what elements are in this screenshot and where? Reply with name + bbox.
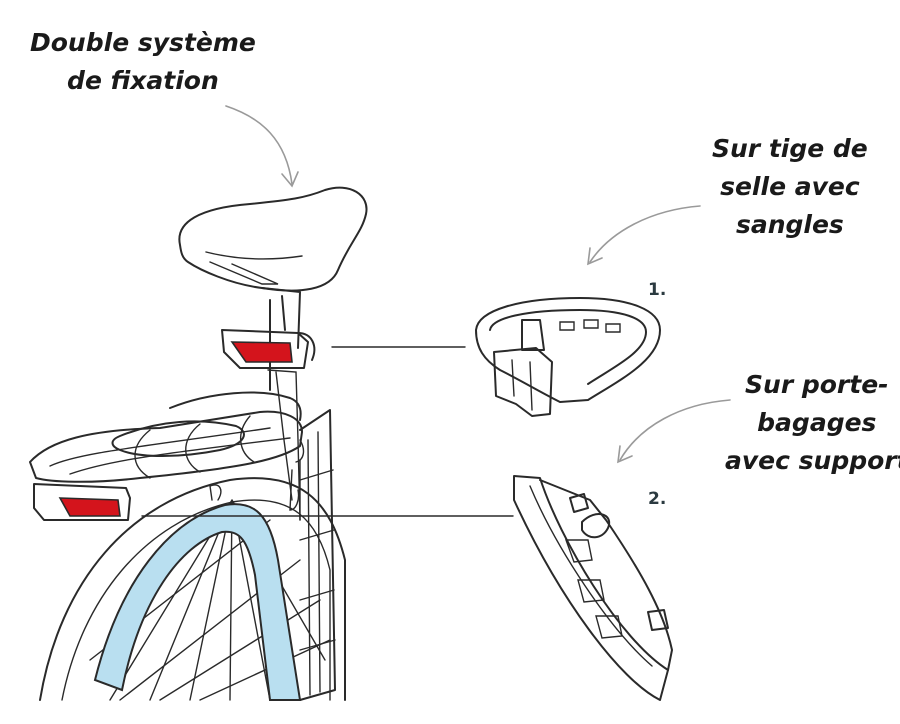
option-1-number: 1. bbox=[648, 280, 667, 300]
option-2-label-line: Sur porte- bbox=[745, 370, 889, 399]
option-2-label: Sur porte- bagages avec support bbox=[725, 366, 900, 480]
strap-mount-part bbox=[475, 297, 661, 417]
rack-bracket-part bbox=[513, 475, 673, 701]
rack-reflector bbox=[33, 483, 131, 521]
option-1-label-line: Sur tige de bbox=[712, 134, 868, 163]
main-title: Double système de fixation bbox=[30, 24, 256, 100]
seatpost-reflector bbox=[221, 329, 316, 369]
option-2-label-line: avec support bbox=[725, 446, 900, 475]
arrow-option-1 bbox=[587, 205, 701, 266]
rear-wheel bbox=[39, 477, 346, 701]
option-1-label: Sur tige de selle avec sangles bbox=[712, 130, 868, 244]
main-title-line: Double système bbox=[30, 28, 256, 57]
rear-rack bbox=[29, 391, 305, 521]
side-basket bbox=[299, 409, 336, 701]
saddle bbox=[178, 186, 368, 292]
main-title-line: de fixation bbox=[67, 66, 219, 95]
rear-fender bbox=[93, 503, 302, 701]
option-1-label-line: selle avec bbox=[720, 172, 860, 201]
option-2-number: 2. bbox=[648, 489, 667, 509]
arrow-option-2 bbox=[617, 399, 731, 464]
option-1-label-line: sangles bbox=[735, 210, 844, 239]
arrow-title bbox=[225, 105, 299, 188]
option-2-label-line: bagages bbox=[757, 408, 877, 437]
